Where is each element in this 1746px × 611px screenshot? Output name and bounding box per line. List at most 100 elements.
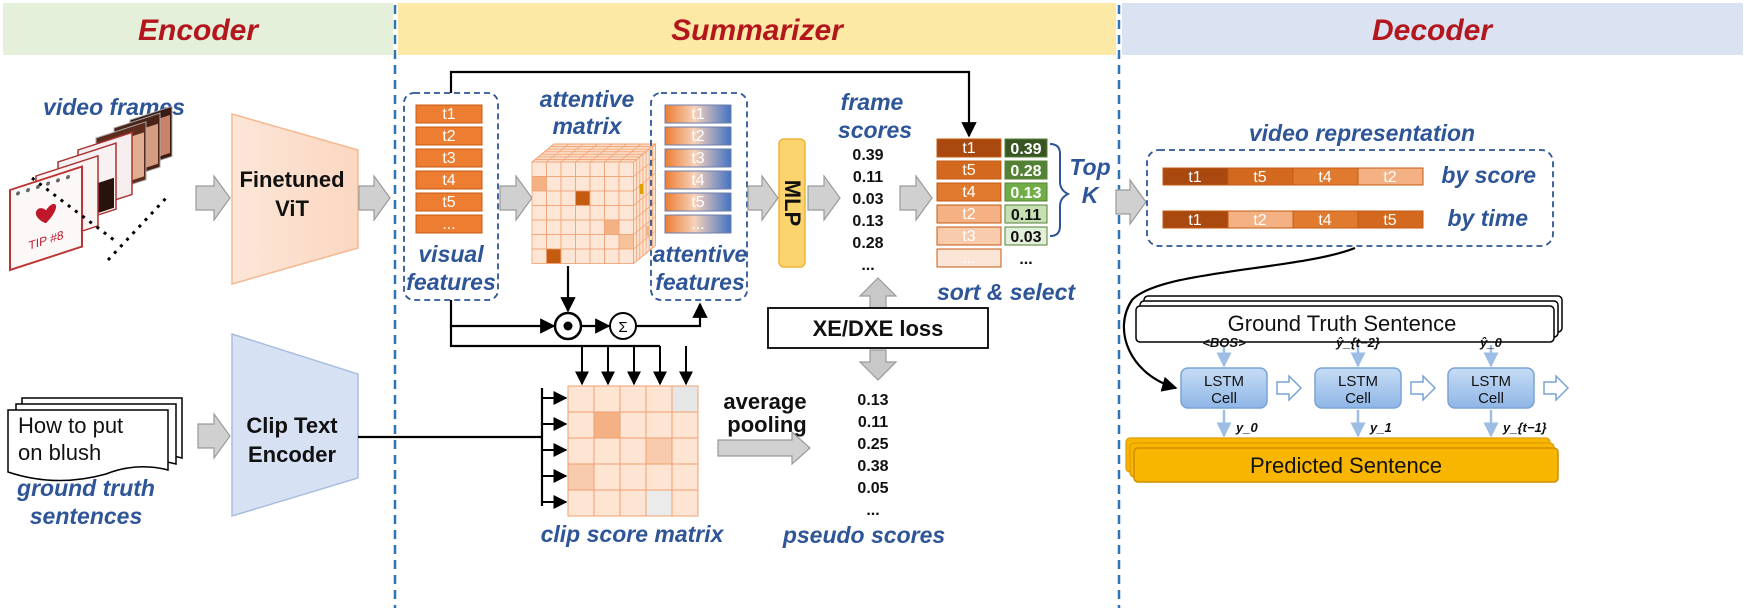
visual-features-label-1: visual [418, 241, 484, 267]
sorted-token-label: ... [962, 250, 975, 267]
average-pooling-arrow [717, 430, 811, 466]
lstm-input-label: ŷ_0 [1479, 335, 1502, 350]
sorted-score: 0.39 [1010, 141, 1041, 158]
attentive-token [664, 126, 732, 146]
sorted-token-label: t2 [962, 206, 975, 223]
arrow-vit-to-features [358, 174, 391, 222]
ground-truth-label-1: ground truth [16, 475, 155, 501]
frame-score: 0.28 [852, 235, 883, 252]
visual-features-box [403, 92, 499, 301]
sorted-score-cell [1004, 138, 1048, 158]
summarizer-header: Summarizer [671, 14, 845, 47]
lstm-cell [1180, 367, 1268, 409]
pseudo-score: 0.38 [857, 458, 888, 475]
sorted-token-label: t5 [962, 162, 975, 179]
predicted-sentence-text: Predicted Sentence [1250, 453, 1442, 478]
visual-token-label: t4 [442, 172, 455, 189]
representation-token-label: t1 [1188, 169, 1201, 186]
sorted-score: 0.03 [1010, 229, 1041, 246]
lstm-output-label: y_0 [1235, 420, 1258, 435]
attentive-token [664, 170, 732, 190]
sorted-token [936, 226, 1002, 246]
by-time-label: by time [1447, 205, 1528, 231]
representation-to-lstm-curve [1122, 246, 1356, 392]
arrow-frames-to-vit [195, 174, 231, 222]
sorted-token [936, 248, 1002, 268]
attentive-features-label-2: features [655, 269, 744, 295]
ground-truth-sentence-pages: How to put on blush [7, 397, 183, 482]
visual-token-label: t5 [442, 194, 455, 211]
attentive-token-label: t5 [691, 194, 704, 211]
attentive-matrix-label-2: matrix [552, 113, 622, 139]
finetuned-vit-block [231, 113, 359, 285]
arrow-attentive-to-mlp [747, 174, 779, 222]
clip-matrix-label: clip score matrix [541, 521, 725, 547]
sorted-token-label: t3 [962, 228, 975, 245]
attentive-matrix-label-1: attentive [540, 86, 635, 112]
visual-token [415, 126, 483, 146]
lstm-label-1: LSTM [1471, 373, 1511, 390]
pseudo-score: 0.13 [857, 392, 888, 409]
sum-symbol: Σ [618, 319, 627, 336]
representation-token [1357, 167, 1424, 186]
clip-score-matrix [567, 385, 699, 517]
attentive-features-box [650, 92, 748, 301]
visual-token [415, 148, 483, 168]
sort-select-label: sort & select [937, 279, 1076, 305]
clip-matrix-column-arrows [575, 346, 693, 386]
pseudo-score: ... [866, 502, 879, 519]
representation-token-label: t4 [1318, 169, 1331, 186]
mlp-label: MLP [780, 180, 805, 226]
video-representation-label: video representation [1249, 120, 1475, 146]
frame-score-list: 0.390.110.030.130.28... [852, 147, 883, 274]
encoder-header-band [3, 3, 393, 55]
clip-encoder-label-2: Encoder [248, 442, 336, 467]
top-k-label-2: K [1082, 182, 1100, 208]
summarizer-header-band [398, 3, 1116, 55]
lstm-output-label: y_{t−1} [1502, 420, 1547, 435]
pseudo-score: 0.11 [858, 414, 888, 431]
attentive-token-label: t2 [691, 128, 704, 145]
clip-encoder-label-1: Clip Text [246, 413, 338, 438]
lstm-label-1: LSTM [1204, 373, 1244, 390]
sentence-line-2: on blush [18, 440, 101, 465]
loss-down-arrow [858, 349, 898, 381]
top-k-label-1: Top [1069, 154, 1110, 180]
sorted-score: 0.11 [1011, 207, 1041, 224]
lstm-cell [1314, 367, 1402, 409]
visual-features-label-2: features [406, 269, 495, 295]
ground-truth-label-2: sentences [30, 503, 143, 529]
attentive-token-label: t3 [691, 150, 704, 167]
lstm-label-2: Cell [1345, 390, 1371, 407]
odot-dot [563, 321, 573, 331]
pseudo-score: 0.25 [857, 436, 888, 453]
finetuned-vit-label-2: ViT [275, 196, 309, 221]
by-score-label: by score [1441, 162, 1536, 188]
lstm-hidden-arrow [1276, 374, 1303, 402]
attentive-token [664, 192, 732, 212]
attentive-token-label: t4 [691, 172, 704, 189]
clip-matrix-row-arrows [540, 388, 568, 509]
attentive-token-label: ... [691, 216, 704, 233]
visual-token-label: t3 [442, 150, 455, 167]
frame-score: 0.11 [853, 169, 883, 186]
attentive-token [664, 214, 732, 234]
sorted-token [936, 204, 1002, 224]
visual-token-label: ... [442, 216, 455, 233]
frame-scores-label-2: scores [838, 117, 912, 143]
lstm-input-label: ŷ_{t−2} [1335, 335, 1380, 350]
representation-token-label: t5 [1383, 212, 1396, 229]
ground-truth-sentence-stack [1135, 295, 1563, 343]
frame-score: 0.03 [852, 191, 883, 208]
visual-token [415, 104, 483, 124]
frame-score: 0.39 [852, 147, 883, 164]
arrow-features-to-attention [499, 174, 533, 222]
arrow-mlp-to-scores [807, 174, 841, 222]
frame-score: ... [861, 257, 874, 274]
sorted-token [936, 182, 1002, 202]
attentive-token-label: t1 [691, 106, 704, 123]
visual-token [415, 214, 483, 234]
